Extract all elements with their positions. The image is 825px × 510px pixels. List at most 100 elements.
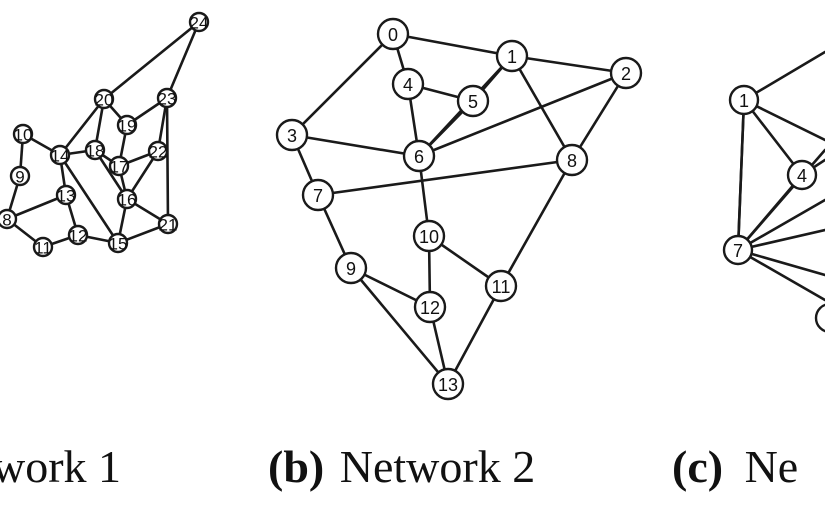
node-14: 14 — [49, 144, 71, 166]
node-circle — [484, 269, 518, 303]
node-2: 2 — [609, 56, 643, 90]
node-12: 12 — [67, 224, 89, 246]
node-4: 4 — [391, 67, 425, 101]
network-1-graph: 24 20 23 19 10 14 18 17 22 9 13 16 8 12 15 21 11 — [0, 11, 210, 258]
node-11: 11 — [484, 269, 518, 303]
node-circle — [609, 56, 643, 90]
network-1-nodes: 24 20 23 19 10 14 18 17 22 9 13 16 8 12 15 21 11 — [0, 11, 210, 258]
node-label: 18 — [86, 142, 105, 161]
node-circle — [376, 17, 410, 51]
node-17: 17 — [108, 155, 130, 177]
node-13: 13 — [431, 367, 465, 401]
node-3: 3 — [275, 118, 309, 152]
node-8: 8 — [555, 143, 589, 177]
node-19: 19 — [116, 114, 138, 136]
node-circle — [108, 155, 130, 177]
node-label: 17 — [110, 158, 129, 177]
edge-24-20 — [102, 20, 201, 101]
edge-1-4 — [742, 98, 804, 177]
node-23: 23 — [156, 87, 178, 109]
node-label: 24 — [190, 14, 209, 33]
node-18: 18 — [84, 139, 106, 161]
node-circle — [722, 234, 754, 266]
node-16: 16 — [116, 188, 138, 210]
node-circle — [412, 219, 446, 253]
node-circle — [728, 84, 760, 116]
network-1-edges — [5, 20, 201, 249]
edge-23-21 — [165, 96, 170, 226]
node-label: 11 — [492, 277, 511, 297]
node-circle — [12, 123, 34, 145]
node-7: 7 — [722, 234, 754, 266]
node-label: 12 — [69, 227, 88, 246]
edge-partial-3 — [736, 198, 825, 252]
node-circle — [431, 367, 465, 401]
node-circle — [402, 139, 436, 173]
edge-partial-7 — [736, 248, 825, 302]
caption-network-1: work 1 — [0, 441, 121, 492]
node-label: 19 — [118, 117, 137, 136]
node-circle — [495, 39, 529, 73]
node-13: 13 — [55, 184, 77, 206]
node-4: 4 — [786, 159, 818, 191]
caption-network-2-letter: (b) — [268, 441, 324, 492]
edge-8-11 — [499, 158, 574, 288]
node-label: 20 — [95, 91, 114, 110]
node-label: 2 — [621, 64, 631, 84]
node-label: 8 — [567, 151, 577, 171]
edge-7-8 — [316, 158, 574, 197]
edge-partial-8 — [736, 98, 746, 252]
node-circle — [157, 213, 179, 235]
node-circle — [456, 84, 490, 118]
node-circle — [334, 251, 368, 285]
node-11: 11 — [32, 236, 54, 258]
edge-1-2 — [510, 54, 628, 75]
node-label: 6 — [414, 147, 424, 167]
edge-3-6 — [290, 133, 421, 158]
node-label: 4 — [403, 75, 413, 95]
node-circle — [275, 118, 309, 152]
node-circle — [116, 114, 138, 136]
node-label: 13 — [438, 375, 458, 395]
node-label: 10 — [14, 126, 33, 145]
edge-0-3 — [290, 32, 395, 137]
node-circle — [814, 303, 825, 333]
node-21: 21 — [157, 213, 179, 235]
node-circle — [0, 208, 18, 230]
node-label: 1 — [507, 47, 517, 67]
node-20: 20 — [93, 88, 115, 110]
edge-partial-0 — [742, 50, 825, 102]
caption-network-3: (c) Ne — [672, 441, 798, 492]
node-15: 15 — [107, 232, 129, 254]
node-label: 22 — [149, 143, 168, 162]
node-label: 15 — [109, 235, 128, 254]
edge-2-8 — [570, 71, 628, 162]
node-label: 4 — [797, 166, 807, 186]
caption-network-2-text: Network 2 — [340, 441, 535, 492]
node-label: 9 — [15, 168, 24, 187]
node-1: 1 — [814, 303, 825, 333]
node-label: 13 — [57, 187, 76, 206]
edge-13-8 — [5, 193, 68, 221]
node-circle — [116, 188, 138, 210]
edge-9-13 — [349, 266, 450, 386]
edge-14-15 — [58, 153, 120, 245]
node-circle — [786, 159, 818, 191]
node-1: 1 — [728, 84, 760, 116]
edge-20-14 — [58, 97, 106, 157]
network-3-graph: 1 4 7 1 — [722, 50, 825, 333]
caption-network-3-letter: (c) — [672, 441, 723, 492]
node-label: 7 — [733, 241, 743, 261]
node-label: 12 — [420, 298, 440, 318]
node-circle — [93, 88, 115, 110]
node-label: 9 — [346, 259, 356, 279]
node-circle — [301, 178, 335, 212]
node-label: 21 — [159, 216, 178, 235]
node-label: 16 — [118, 191, 137, 210]
edge-11-13 — [446, 284, 503, 386]
caption-network-2: (b) Network 2 — [268, 441, 535, 492]
node-label: 8 — [2, 211, 11, 230]
node-7: 7 — [301, 178, 335, 212]
